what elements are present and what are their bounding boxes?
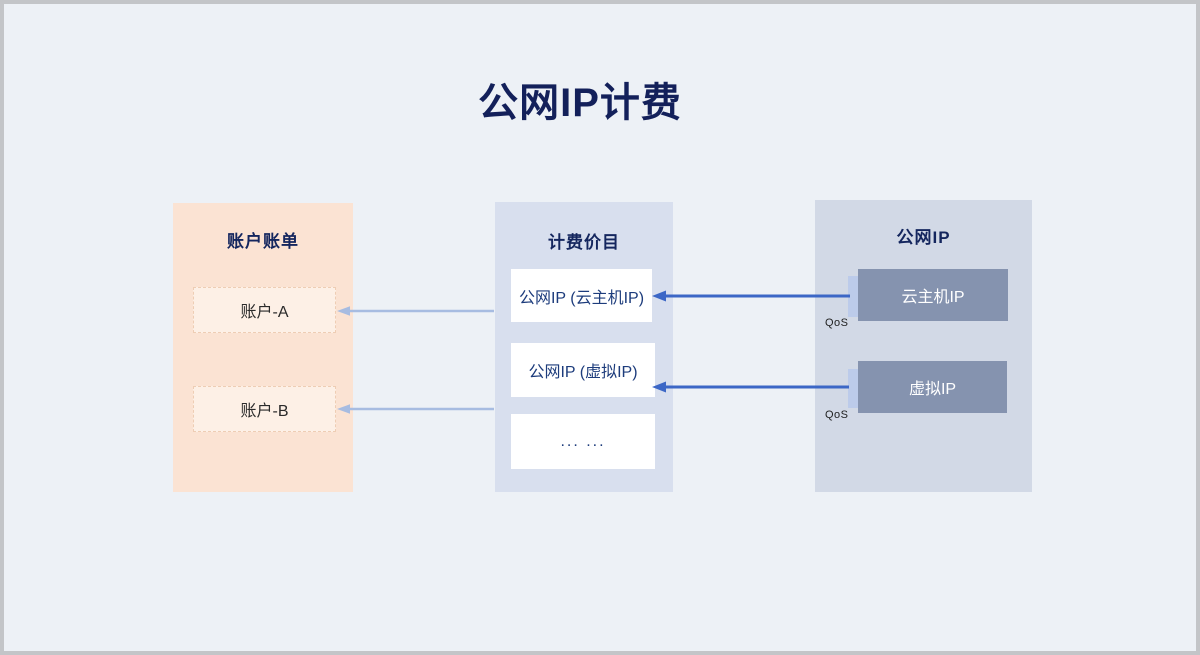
virtual-ip-node: 虚拟IP xyxy=(858,361,1007,413)
account-bill-panel: 账户账单 xyxy=(173,203,353,492)
account-a-node: 账户-A xyxy=(193,287,336,333)
public-ip-panel-title: 公网IP xyxy=(896,228,951,247)
arrow-pricing-to-account-b xyxy=(337,404,494,414)
virtual-ip-label: 虚拟IP xyxy=(908,381,957,398)
pricing-cloud-host-ip-label: 公网IP (云主机IP) xyxy=(518,289,645,307)
pricing-ellipsis-label: ... ... xyxy=(560,432,606,450)
qos-tab-cloud-host-ip xyxy=(848,276,861,317)
pricing-virtual-ip-node: 公网IP (虚拟IP) xyxy=(511,343,655,397)
pricing-cloud-host-ip-node: 公网IP (云主机IP) xyxy=(511,269,652,322)
cloud-host-ip-node: 云主机IP xyxy=(858,269,1008,321)
cloud-host-ip-label: 云主机IP xyxy=(901,289,965,306)
account-b-label: 账户-B xyxy=(240,403,289,420)
qos-label-cloud-host-ip: QoS xyxy=(825,317,849,329)
pricing-ellipsis-node: ... ... xyxy=(511,414,655,469)
arrow-pricing-to-account-a xyxy=(337,306,494,316)
pricing-virtual-ip-label: 公网IP (虚拟IP) xyxy=(528,364,638,381)
qos-tab-virtual-ip xyxy=(848,369,861,408)
account-b-node: 账户-B xyxy=(193,386,336,432)
public-ip-panel: 公网IP xyxy=(815,200,1032,492)
account-bill-panel-title: 账户账单 xyxy=(227,232,299,251)
pricing-panel-title: 计费价目 xyxy=(548,233,620,252)
qos-label-virtual-ip: QoS xyxy=(825,409,849,421)
page-title: 公网IP计费 xyxy=(478,81,682,125)
account-a-label: 账户-A xyxy=(240,304,289,321)
